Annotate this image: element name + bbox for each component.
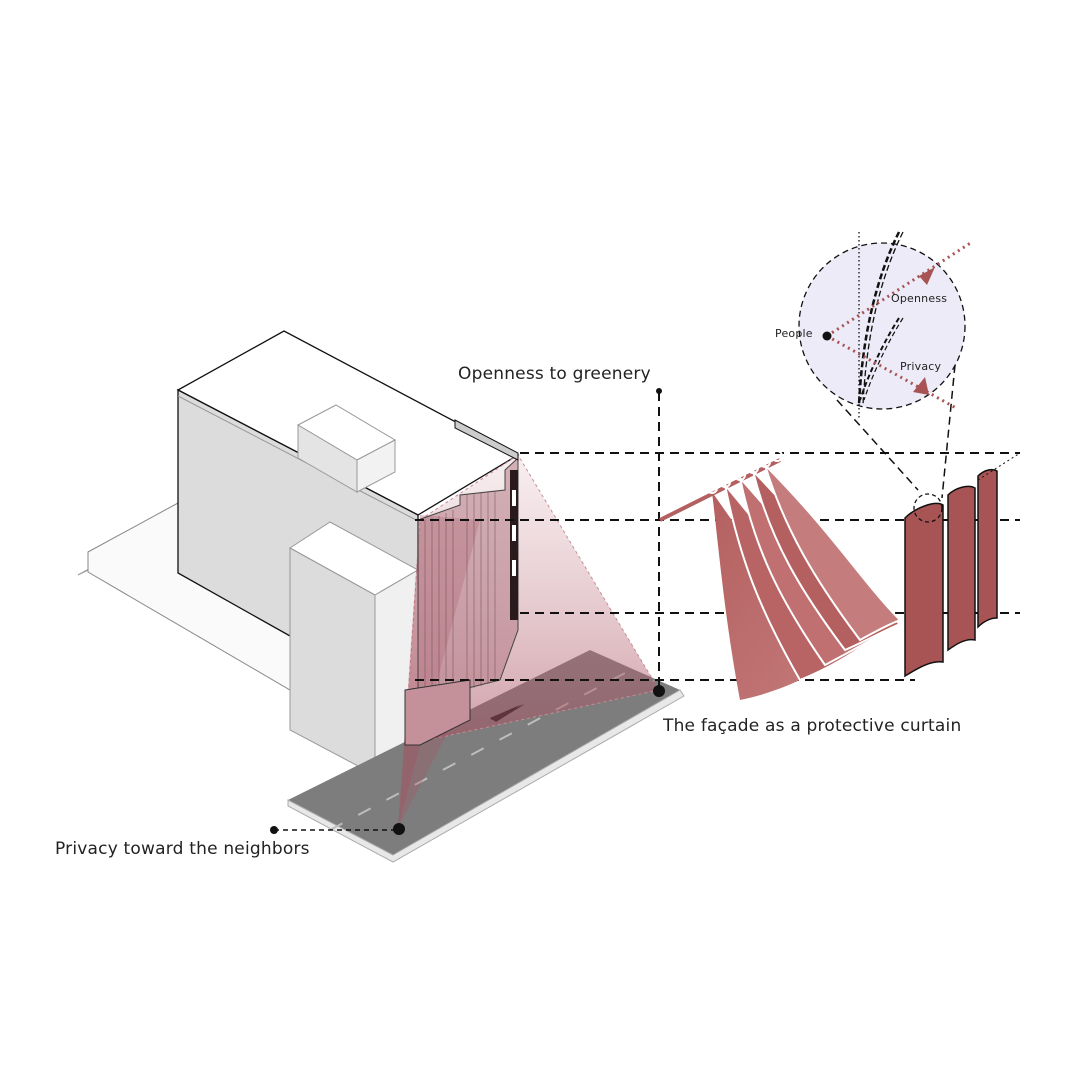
label-privacy: Privacy (900, 360, 942, 373)
privacy-arrow-icon (913, 377, 929, 395)
front-tower (289, 521, 420, 777)
label-facade-protective-curtain: The façade as a protective curtain (663, 716, 962, 736)
curtain-drape-illustration (659, 450, 903, 700)
openness-arrow-icon (919, 267, 935, 285)
facade-screen (404, 419, 519, 746)
label-openness: Openness (891, 292, 948, 305)
callout-dots (270, 388, 665, 835)
curtain-panels (904, 452, 1021, 678)
label-people: People (775, 327, 813, 340)
label-openness-to-greenery: Openness to greenery (458, 364, 651, 384)
label-privacy-toward-neighbors: Privacy toward the neighbors (55, 839, 310, 859)
people-dot (822, 331, 832, 341)
rooftop-box (296, 404, 397, 493)
detail-magnifier (798, 231, 973, 523)
